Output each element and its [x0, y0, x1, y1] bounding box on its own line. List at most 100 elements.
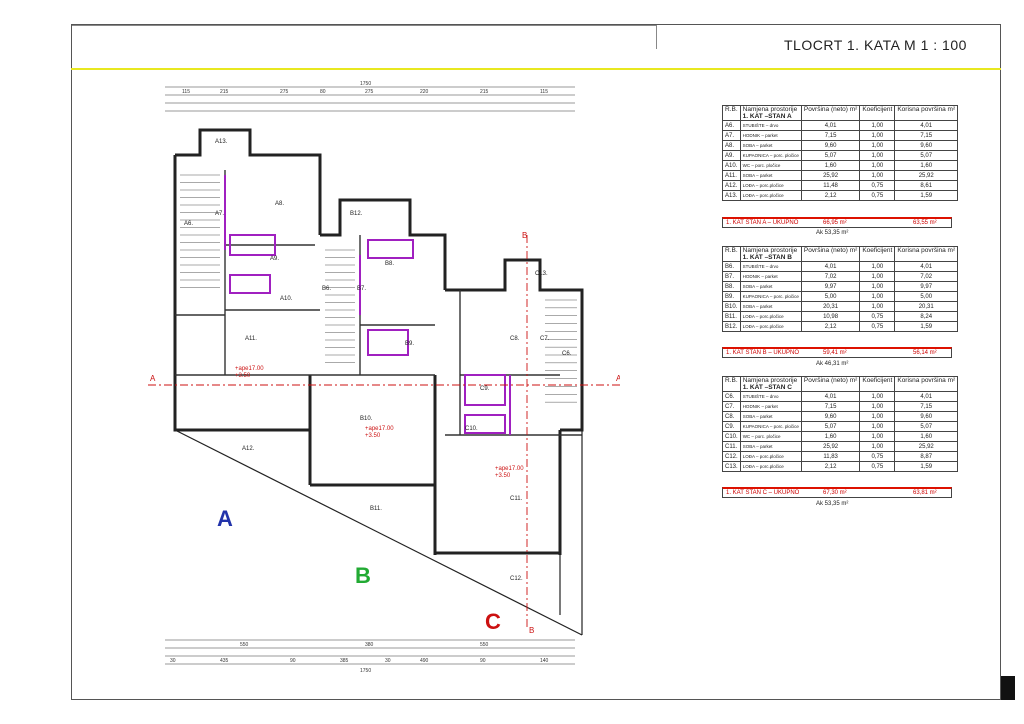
table-cell: 5,07 — [800, 150, 861, 161]
table-cell: 1,60 — [894, 431, 959, 442]
level-marker: +3.50 — [495, 473, 511, 479]
table-cell: 4,01 — [894, 391, 959, 402]
table-cell: B11. — [722, 311, 741, 322]
total-row-a: 1. KAT STAN A – UKUPNO 66,95 m² 63,55 m² — [722, 217, 952, 228]
table-cell: WC – porc. pločice — [739, 160, 802, 171]
table-cell: SOBA – parket — [739, 281, 802, 292]
bottom-dimension: 30 — [385, 658, 391, 664]
bottom-total-dimension: 1750 — [360, 668, 371, 674]
table-cell: 5,00 — [894, 291, 959, 302]
top-dimension: 215 — [220, 89, 229, 95]
room-label: B10. — [360, 416, 373, 422]
table-cell: 9,97 — [894, 281, 959, 292]
table-cell: 1,00 — [859, 170, 896, 181]
table-cell: 8,61 — [894, 180, 959, 191]
table-cell: LOĐA – porc.pločice — [739, 180, 802, 191]
top-dimension: 220 — [420, 89, 429, 95]
room-label: A6. — [184, 221, 193, 227]
col-korisna: Korisna površina m² — [894, 376, 959, 392]
table-cell: C11. — [722, 441, 741, 452]
col-korisna: Korisna površina m² — [894, 246, 959, 262]
room-label: A8. — [275, 201, 284, 207]
table-cell: 5,00 — [800, 291, 861, 302]
table-cell: 25,92 — [894, 441, 959, 452]
col-rb: R.B. — [722, 246, 741, 262]
room-label: C8. — [510, 336, 520, 342]
top-total-dimension: 1750 — [360, 81, 371, 87]
yellow-rule — [71, 68, 1001, 70]
table-cell: SOBA – parket — [739, 301, 802, 312]
table-cell: 1,00 — [859, 140, 896, 151]
top-dimension: 80 — [320, 89, 326, 95]
room-label: B9. — [405, 341, 414, 347]
table-cell: B7. — [722, 271, 741, 282]
table-cell: SOBA – parket — [739, 411, 802, 422]
table-cell: HODNIK – parket — [739, 271, 802, 282]
room-label: B6. — [322, 286, 331, 292]
table-cell: 1,00 — [859, 160, 896, 171]
table-cell: B6. — [722, 261, 741, 272]
top-divider-line — [656, 25, 657, 49]
section-lines — [148, 235, 620, 630]
room-label: C13. — [535, 271, 548, 277]
table-cell: C8. — [722, 411, 741, 422]
bottom-dimension: 435 — [220, 658, 229, 664]
table-cell: C6. — [722, 391, 741, 402]
table-cell: 25,92 — [800, 170, 861, 181]
bottom-dimension: 550 — [240, 642, 249, 648]
table-cell: 4,01 — [800, 261, 861, 272]
col-koef: Koeficijent — [859, 376, 896, 392]
ak-c: Ak 53,35 m² — [816, 501, 849, 507]
apartment-c-label: C — [485, 609, 501, 634]
table-cell: 7,15 — [894, 401, 959, 412]
table-cell: C7. — [722, 401, 741, 412]
table-cell: STUBIŠTE – drvo — [739, 391, 802, 402]
table-cell: 4,01 — [894, 261, 959, 272]
table-cell: KUPAONICA – porc. pločice — [739, 291, 802, 302]
table-cell: 1,00 — [859, 130, 896, 141]
section-a-left-label: A — [150, 374, 156, 383]
table-cell: WC – porc. pločice — [739, 431, 802, 442]
room-label: A12. — [242, 446, 255, 452]
room-label: C10. — [465, 426, 478, 432]
table-cell: 4,01 — [800, 120, 861, 131]
apartment-a-label: A — [217, 506, 233, 531]
table-cell: 1,00 — [859, 391, 896, 402]
room-label: B8. — [385, 261, 394, 267]
table-cell: 0,75 — [859, 190, 896, 201]
top-dimension: 275 — [365, 89, 374, 95]
room-label: C6. — [562, 351, 572, 357]
table-cell: C10. — [722, 431, 741, 442]
col-korisna: Korisna površina m² — [894, 105, 959, 121]
table-cell: SOBA – parket — [739, 441, 802, 452]
table-cell: B10. — [722, 301, 741, 312]
staircases — [180, 174, 577, 403]
table-cell: SOBA – parket — [739, 140, 802, 151]
bottom-dimension: 385 — [340, 658, 349, 664]
table-cell: A12. — [722, 180, 741, 191]
table-cell: LOĐA – porc.pločice — [739, 461, 802, 472]
table-cell: 1,59 — [894, 190, 959, 201]
table-cell: 9,60 — [800, 140, 861, 151]
col-koef: Koeficijent — [859, 246, 896, 262]
table-cell: 9,60 — [894, 411, 959, 422]
bottom-dimension: 550 — [480, 642, 489, 648]
table-cell: 1,59 — [894, 461, 959, 472]
table-cell: LOĐA – porc.pločice — [739, 190, 802, 201]
table-cell: A13. — [722, 190, 741, 201]
col-povrsina: Površina (neto) m² — [800, 246, 861, 262]
room-label: C9. — [480, 386, 490, 392]
table-cell: 1,00 — [859, 301, 896, 312]
table-cell: LOĐA – porc.pločice — [739, 321, 802, 332]
